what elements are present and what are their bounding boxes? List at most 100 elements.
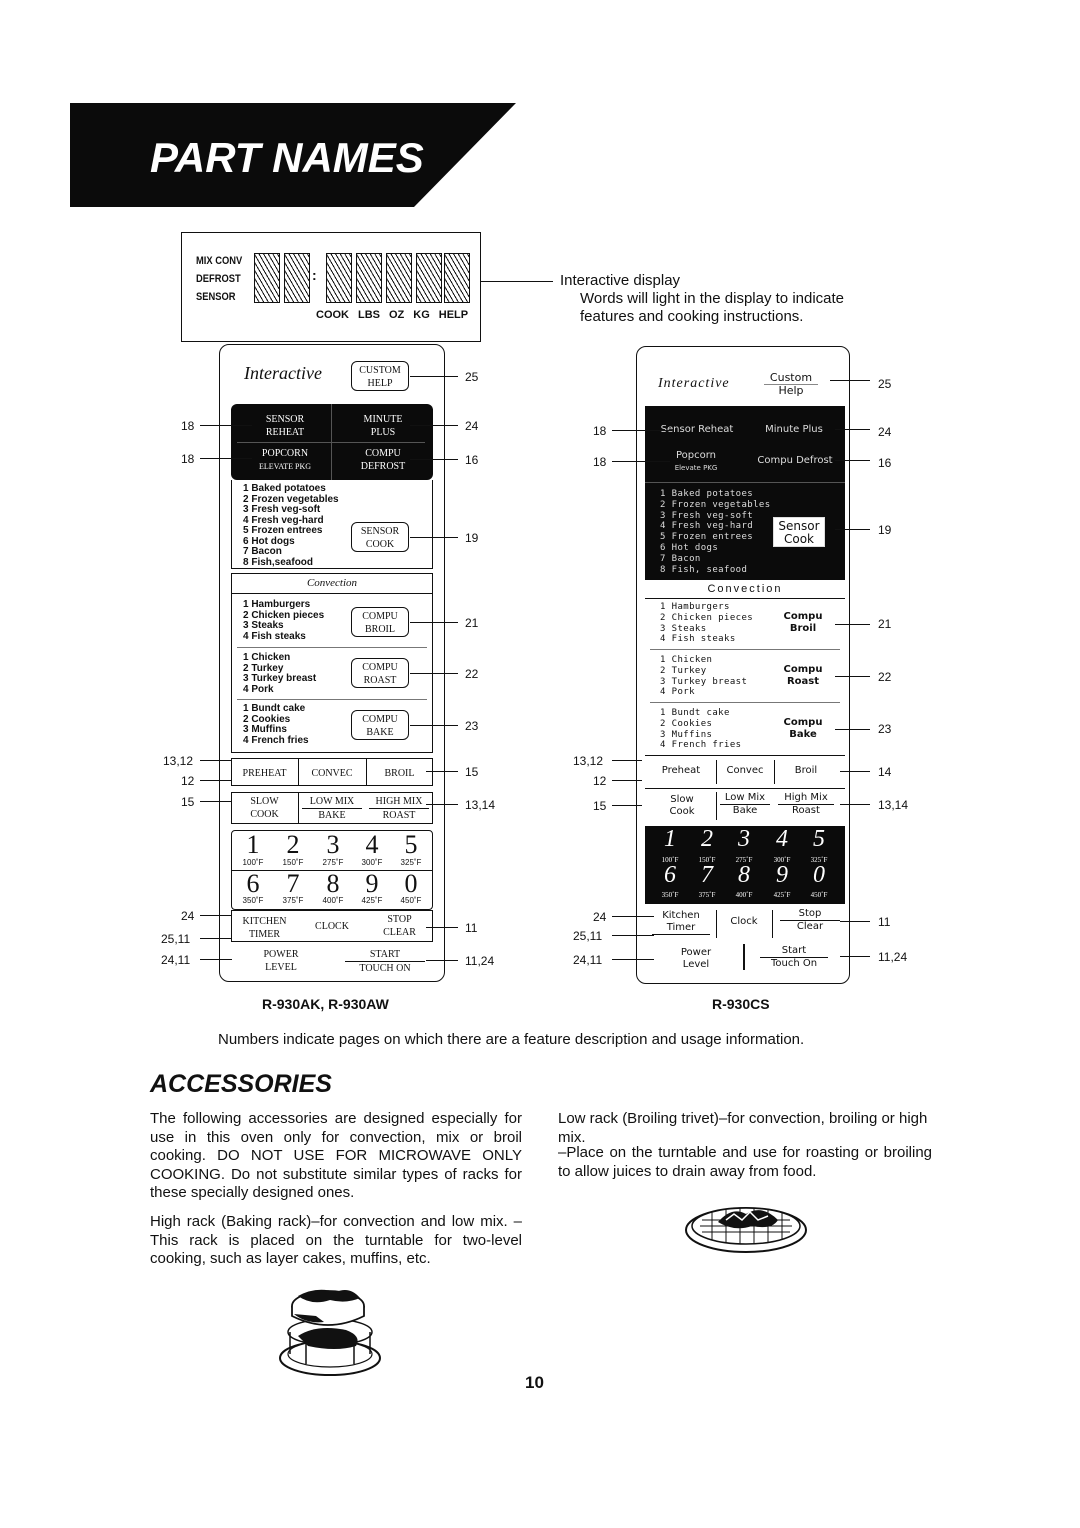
page-title: PART NAMES	[150, 134, 424, 181]
page-ref: 21	[878, 617, 892, 631]
digit-3-key[interactable]: 3	[738, 826, 750, 852]
divider	[774, 760, 775, 784]
leader-line	[410, 376, 458, 377]
digit-8-key[interactable]: 8	[738, 862, 750, 888]
digit-2-key[interactable]: 2	[286, 830, 300, 859]
digit-3-key[interactable]: 3	[326, 830, 340, 859]
digit-5-key[interactable]: 5	[813, 826, 825, 852]
low-rack-description: –Place on the turntable and use for roas…	[558, 1144, 932, 1180]
temp-label: 325˚F	[810, 856, 828, 864]
lcd-colon: :	[312, 267, 317, 283]
leader-line	[200, 780, 232, 781]
interactive-label: Interactive	[244, 363, 322, 383]
page-ref: 16	[878, 456, 892, 470]
leader-line	[410, 459, 458, 460]
temp-label: 425˚F	[361, 896, 383, 905]
leader-line	[835, 460, 870, 461]
lcd-segment	[254, 253, 280, 303]
digit-7-key[interactable]: 7	[701, 862, 713, 888]
page-ref: 18	[181, 452, 195, 466]
divider	[237, 647, 427, 648]
digit-4-key[interactable]: 4	[776, 826, 788, 852]
leader-line	[840, 771, 870, 772]
leader-line	[410, 425, 458, 426]
broil-button[interactable]: Broil	[794, 765, 818, 776]
dark-keypad	[645, 826, 845, 904]
preheat-button[interactable]: Preheat	[661, 765, 701, 776]
temp-label: 375˚F	[698, 891, 716, 899]
divider	[645, 788, 845, 789]
digit-9-key[interactable]: 9	[365, 869, 379, 898]
leader-line	[200, 760, 232, 761]
timer-row	[231, 910, 433, 942]
page-ref: 16	[465, 453, 479, 467]
broil-button[interactable]: BROIL	[384, 768, 415, 779]
page-number: 10	[525, 1373, 544, 1392]
digit-6-key[interactable]: 6	[246, 869, 260, 898]
convec-button[interactable]: CONVEC	[311, 768, 353, 779]
digit-0-key[interactable]: 0	[813, 862, 825, 888]
temp-label: 375˚F	[282, 896, 304, 905]
display-callout-desc: features and cooking instructions.	[580, 308, 804, 325]
digit-9-key[interactable]: 9	[776, 862, 788, 888]
digit-2-key[interactable]: 2	[701, 826, 713, 852]
temp-label: 300˚F	[361, 858, 383, 867]
digit-1-key[interactable]: 1	[246, 830, 260, 859]
digit-0-key[interactable]: 0	[404, 869, 418, 898]
page-ref: 22	[878, 670, 892, 684]
sensor-reheat-button[interactable]: Sensor Reheat	[660, 424, 734, 435]
digit-8-key[interactable]: 8	[326, 869, 340, 898]
clock-button[interactable]: CLOCK	[315, 921, 349, 932]
digit-6-key[interactable]: 6	[664, 862, 676, 888]
convec-button[interactable]: Convec	[726, 765, 764, 776]
clock-button[interactable]: Clock	[730, 916, 758, 927]
leader-line	[835, 729, 870, 730]
page-ref: 13,12	[573, 754, 604, 768]
digit-4-key[interactable]: 4	[365, 830, 379, 859]
minute-plus-button[interactable]: Minute Plus	[765, 424, 823, 435]
digit-7-key[interactable]: 7	[286, 869, 300, 898]
digit-1-key[interactable]: 1	[664, 826, 676, 852]
page-ref: 24,11	[161, 953, 191, 967]
compu-defrost-button[interactable]: Compu Defrost	[757, 455, 833, 466]
lcd-segment	[416, 253, 442, 303]
divider	[743, 944, 745, 970]
preheat-button[interactable]: PREHEAT	[242, 768, 287, 779]
digit-5-key[interactable]: 5	[404, 830, 418, 859]
page-ref: 24	[593, 910, 607, 924]
leader-line	[840, 956, 870, 957]
interactive-label: Interactive	[658, 376, 730, 391]
divider	[716, 760, 717, 784]
